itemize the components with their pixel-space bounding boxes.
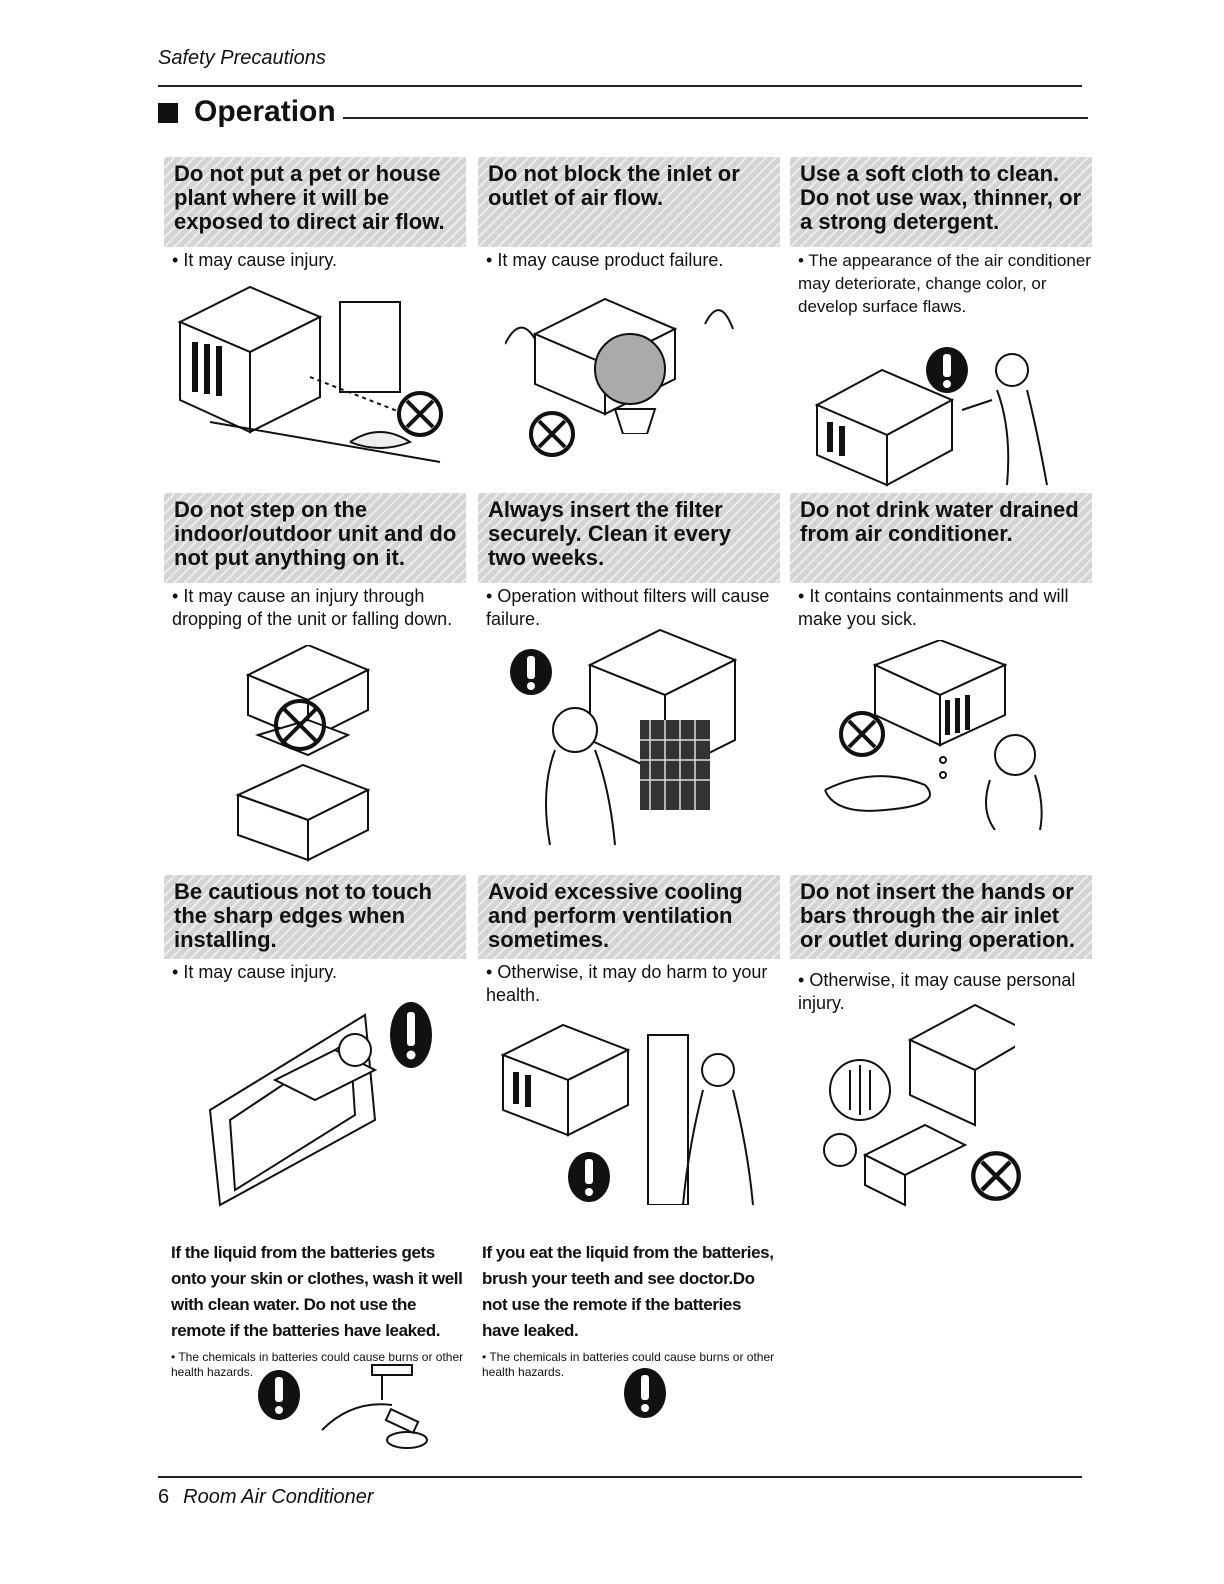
card-filter: Always insert the filter securely. Clean… [478,493,780,631]
illustration-filter [520,625,750,845]
card-note: It may cause injury. [164,959,466,984]
prohibited-icon [528,410,576,458]
prohibited-icon [838,710,886,758]
prohibited-icon [970,1150,1022,1202]
header-rule [158,85,1082,87]
mandatory-icon [256,1368,302,1422]
illustration-pet-airflow [170,282,450,472]
card-block-inlet: Do not block the inlet or outlet of air … [478,157,780,272]
mandatory-icon [508,648,554,696]
footer-title: Room Air Conditioner [183,1486,374,1508]
mandatory-icon [388,1000,434,1070]
card-title: Do not drink water drained from air cond… [790,493,1092,583]
title-rule [343,117,1088,119]
card-title: Do not put a pet or house plant where it… [164,157,466,247]
card-title: Use a soft cloth to clean. Do not use wa… [790,157,1092,247]
mandatory-icon [566,1150,612,1204]
card-note: It may cause an injury through dropping … [164,583,466,631]
illustration-blocked-unit [505,284,735,434]
card-title: Do not insert the hands or bars through … [790,875,1092,959]
illustration-drain-water [815,640,1055,830]
battery-warning-note: The chemicals in batteries could cause b… [482,1350,782,1380]
illustration-installing [205,1010,395,1210]
illustration-cleaning [812,340,1072,490]
card-note: It contains containments and will make y… [790,583,1092,631]
card-title: Do not block the inlet or outlet of air … [478,157,780,247]
battery-warning-title: If the liquid from the batteries gets on… [171,1243,463,1340]
card-step-on: Do not step on the indoor/outdoor unit a… [164,493,466,631]
card-note: It may cause product failure. [478,247,780,272]
card-note: The appearance of the air conditioner ma… [790,247,1092,318]
illustration-hands-inlet [815,1000,1015,1210]
section-square-icon [158,103,178,123]
card-note: It may cause injury. [164,247,466,272]
battery-warning-eat: If you eat the liquid from the batteries… [482,1240,782,1380]
prohibited-icon [396,390,444,438]
section-label: Safety Precautions [158,47,326,69]
card-pet-plant: Do not put a pet or house plant where it… [164,157,466,272]
card-title: Always insert the filter securely. Clean… [478,493,780,583]
illustration-stacked-items [228,645,388,865]
battery-warning-title: If you eat the liquid from the batteries… [482,1243,774,1340]
section-title: Operation [194,95,336,128]
footer-rule [158,1476,1082,1478]
battery-warning-note: The chemicals in batteries could cause b… [171,1350,471,1380]
card-note: Otherwise, it may do harm to your health… [478,959,780,1007]
page-number: 6 [158,1486,170,1508]
card-cooling: Avoid excessive cooling and perform vent… [478,875,780,1007]
card-insert-hands: Do not insert the hands or bars through … [790,875,1092,1015]
card-note: Operation without filters will cause fai… [478,583,780,631]
card-note: Otherwise, it may cause personal injury. [790,967,1092,1015]
footer: 6 Room Air Conditioner [158,1486,374,1509]
card-title: Do not step on the indoor/outdoor unit a… [164,493,466,583]
card-soft-cloth: Use a soft cloth to clean. Do not use wa… [790,157,1092,318]
mandatory-icon [622,1366,668,1420]
card-title: Be cautious not to touch the sharp edges… [164,875,466,959]
illustration-washing-hands [312,1355,452,1455]
card-drink-water: Do not drink water drained from air cond… [790,493,1092,631]
battery-warning-skin: If the liquid from the batteries gets on… [171,1240,471,1380]
illustration-ventilation [498,1015,758,1205]
card-sharp-edges: Be cautious not to touch the sharp edges… [164,875,466,984]
mandatory-icon [924,346,970,394]
card-title: Avoid excessive cooling and perform vent… [478,875,780,959]
